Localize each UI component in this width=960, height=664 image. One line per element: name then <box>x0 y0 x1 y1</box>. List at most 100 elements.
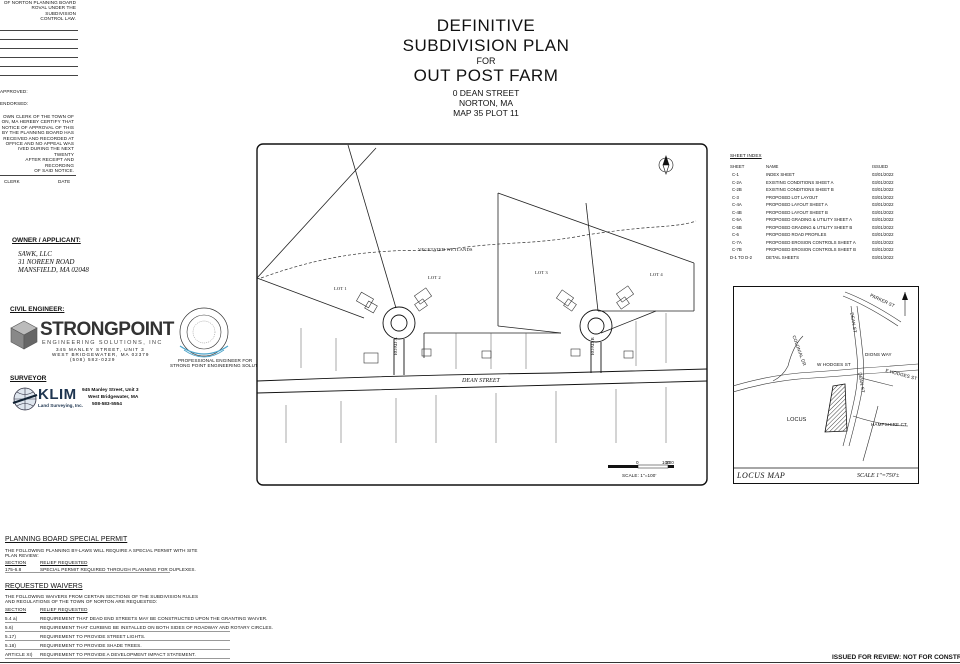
road-b-label: ROAD B <box>590 337 595 355</box>
locus-map-scale: SCALE 1"=750'± <box>857 473 900 479</box>
dean-street-label: DEAN STREET <box>462 378 500 384</box>
special-permit-relief: SPECIAL PERMIT REQUIRED THROUGH PLANNING… <box>40 567 196 572</box>
special-permit-col-section: SECTION <box>5 560 27 565</box>
approval-line: ROVAL UNDER THE SUBDIVISION <box>31 5 76 16</box>
plan-address-street: 0 DEAN STREET <box>452 88 520 98</box>
scale-tick-0: 0 <box>636 460 639 465</box>
lot-label-2: LOT 2 <box>428 275 441 280</box>
owner-street: 31 NOREEN ROAD <box>18 258 75 266</box>
sheet-index-heading: SHEET INDEX <box>730 153 762 158</box>
clerk-text-line: OFFICE AND NO APPEAL WAS <box>5 141 74 147</box>
issued-for-review-note: ISSUED FOR REVIEW: NOT FOR CONSTRUCTION <box>832 654 960 661</box>
owner-heading: OWNER / APPLICANT: <box>12 237 81 244</box>
waiver-relief: REQUIREMENT TO PROVIDE SHADE TREES. <box>40 643 142 648</box>
waiver-section: ARTICLE XI) <box>5 652 33 657</box>
clerk-certification: OWN CLERK OF THE TOWN OF ON, MA HEREBY C… <box>0 114 74 173</box>
special-permit-section: 175-6.8 <box>5 567 22 572</box>
waiver-row: 5.4 a) REQUIREMENT THAT DEAD END STREETS… <box>5 614 267 623</box>
locus-map-title: LOCUS MAP <box>737 471 786 480</box>
waiver-relief: REQUIREMENT THAT DEAD END STREETS MAY BE… <box>40 616 268 621</box>
special-permit-intro-1: THE FOLLOWING PLANNING BY-LAWS WILL REQU… <box>5 548 198 553</box>
plan-title-subdivision: SUBDIVISION PLAN <box>402 36 570 55</box>
col-name: NAME <box>766 164 779 169</box>
special-permit-col-relief: RELIEF REQUESTED <box>40 560 88 565</box>
klim-globe-icon <box>12 386 38 412</box>
waiver-row: ARTICLE XI) REQUIREMENT TO PROVIDE A DEV… <box>5 650 230 659</box>
clerk-signature-line <box>0 175 76 176</box>
lot-label-3: LOT 3 <box>535 270 548 275</box>
plan-title-project: OUT POST FARM <box>413 66 559 85</box>
col-sheet: SHEET <box>730 164 745 169</box>
waiver-relief: REQUIREMENT THAT CURBING BE INSTALLED ON… <box>40 625 274 630</box>
strongpoint-cube-icon <box>10 320 38 350</box>
special-permit-heading: PLANNING BOARD SPECIAL PERMIT <box>5 536 128 543</box>
clerk-text-line: RECEIVED AND RECORDED AT <box>3 135 74 141</box>
site-plan-drawing <box>256 143 708 486</box>
waivers-col-section: SECTION <box>5 607 27 612</box>
engineer-stamp-seal <box>176 306 232 358</box>
wetlands-label: VEGETATED WETLANDS <box>418 247 473 252</box>
stamp-caption-2: STRONG POINT ENGINEERING SOLUTIONS, LLC <box>170 363 282 368</box>
owner-name: SAWK, LLC <box>18 250 52 258</box>
waiver-section: 5.17) <box>5 634 16 639</box>
approval-text: OF NORTON PLANNING BOARD ROVAL UNDER THE… <box>0 0 76 22</box>
waiver-section: 5.4 a) <box>5 616 18 621</box>
special-permit-intro-2: PLAN REVIEW: <box>5 553 39 558</box>
approval-line: CONTROL LAW. <box>40 16 76 22</box>
klim-addr2: West Bridgewater, MA <box>88 395 139 400</box>
locus-street-w-hodges: W HODGES ST <box>817 362 851 367</box>
date-label: DATE <box>58 179 71 184</box>
klim-sub: Land Surveying, Inc. <box>38 403 83 408</box>
waiver-row: 5.6) REQUIREMENT THAT CURBING BE INSTALL… <box>5 623 273 632</box>
strongpoint-addr2: WEST BRIDGEWATER, MA 02379 <box>52 352 150 357</box>
strongpoint-logo: STRONGPOINT <box>40 319 174 340</box>
clerk-text-line: IVED DURING THE NEXT TWENTY <box>17 146 74 157</box>
col-issued: ISSUED <box>872 164 888 169</box>
clerk-text-line: BY THE PLANNING BOARD HAS <box>1 130 74 136</box>
clerk-text-line: ON, MA HEREBY CERTIFY THAT <box>1 119 74 125</box>
klim-phone: 508-583-5554 <box>92 402 122 407</box>
surveyor-heading: SURVEYOR <box>10 375 47 382</box>
strongpoint-addr1: 345 MANLEY STREET, UNIT 3 <box>56 347 145 352</box>
clerk-text-line: AFTER RECEIPT AND RECORDING <box>25 157 74 168</box>
endorsed-label: ENDORSED: <box>0 101 29 106</box>
waiver-section: 5.6) <box>5 625 14 630</box>
lot-label-4: LOT 4 <box>650 272 663 277</box>
clerk-text-line: OF SAID NOTICE. <box>34 168 74 174</box>
scale-tick-100: 100 <box>662 460 670 465</box>
waiver-relief: REQUIREMENT TO PROVIDE A DEVELOPMENT IMP… <box>40 652 196 657</box>
approved-label: APPROVED: <box>0 89 28 94</box>
locus-street-hampshire: HAMPSHIRE CT <box>871 422 907 427</box>
site-plan-frame: LOT 1 LOT 2 LOT 3 LOT 4 VEGETATED WETLAN… <box>256 143 708 486</box>
stamp-caption-1: PROFESSIONAL ENGINEER FOR <box>178 358 253 363</box>
clerk-text-line: NOTICE OF APPROVAL OF THIS <box>1 124 74 130</box>
scale-tick-200: 200 <box>666 460 674 465</box>
scale-label: SCALE: 1"=100' <box>622 473 657 478</box>
waiver-row: 5.17) REQUIREMENT TO PROVIDE STREET LIGH… <box>5 632 230 641</box>
waiver-row: 5.18) REQUIREMENT TO PROVIDE SHADE TREES… <box>5 641 230 650</box>
waiver-section: 5.18) <box>5 643 16 648</box>
signature-lines-top <box>0 22 78 76</box>
sheet-index-header: SHEET NAME ISSUED <box>730 164 900 171</box>
plan-title-definitive: DEFINITIVE <box>436 16 536 35</box>
klim-addr1: 945 Manley Street, Unit 3 <box>82 388 139 393</box>
waivers-heading: REQUESTED WAIVERS <box>5 583 83 590</box>
special-permit-row: 175-6.8 SPECIAL PERMIT REQUIRED THROUGH … <box>5 566 196 573</box>
locus-label: LOCUS <box>787 417 807 423</box>
strongpoint-sub: ENGINEERING SOLUTIONS, INC <box>42 340 163 346</box>
plan-address-town: NORTON, MA <box>459 98 513 108</box>
locus-map-frame: PARKER ST DEAN ST COLONIAL DR W HODGES S… <box>732 286 919 484</box>
road-a-label: ROAD A <box>393 337 398 355</box>
